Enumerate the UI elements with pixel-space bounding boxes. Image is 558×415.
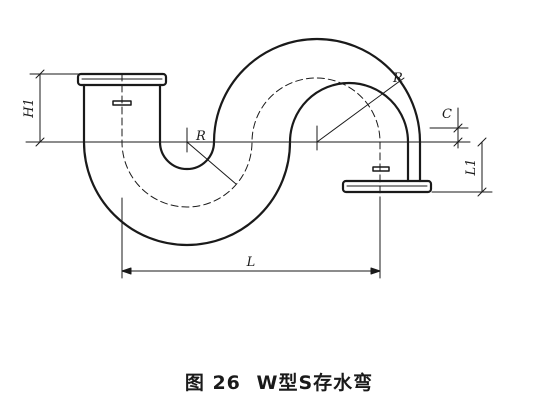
radius-leader-right — [316, 77, 405, 143]
outlet-slot — [372, 166, 390, 172]
label-l: L — [246, 255, 256, 270]
figure-number: 图 26 — [184, 372, 241, 394]
dimension-l — [121, 197, 381, 279]
pipe-centerline — [121, 73, 381, 208]
label-radius-right: R — [392, 71, 403, 86]
label-l1: L1 — [464, 159, 479, 177]
pipe-outer-wall — [82, 81, 410, 247]
dimension-h1 — [29, 69, 81, 147]
pipe-inner-wall — [158, 37, 422, 183]
outlet-coupling — [341, 179, 433, 194]
label-radius-left: R — [195, 129, 206, 144]
label-h1: H1 — [22, 98, 37, 119]
label-c: C — [442, 107, 452, 122]
inlet-slot — [112, 100, 132, 106]
dimension-l1 — [431, 137, 493, 197]
radius-leader-left — [186, 141, 237, 185]
figure-title: W型S存水弯 — [256, 372, 374, 394]
dimension-c — [429, 107, 469, 149]
figure-caption: 图 26 W型S存水弯 — [0, 368, 558, 395]
